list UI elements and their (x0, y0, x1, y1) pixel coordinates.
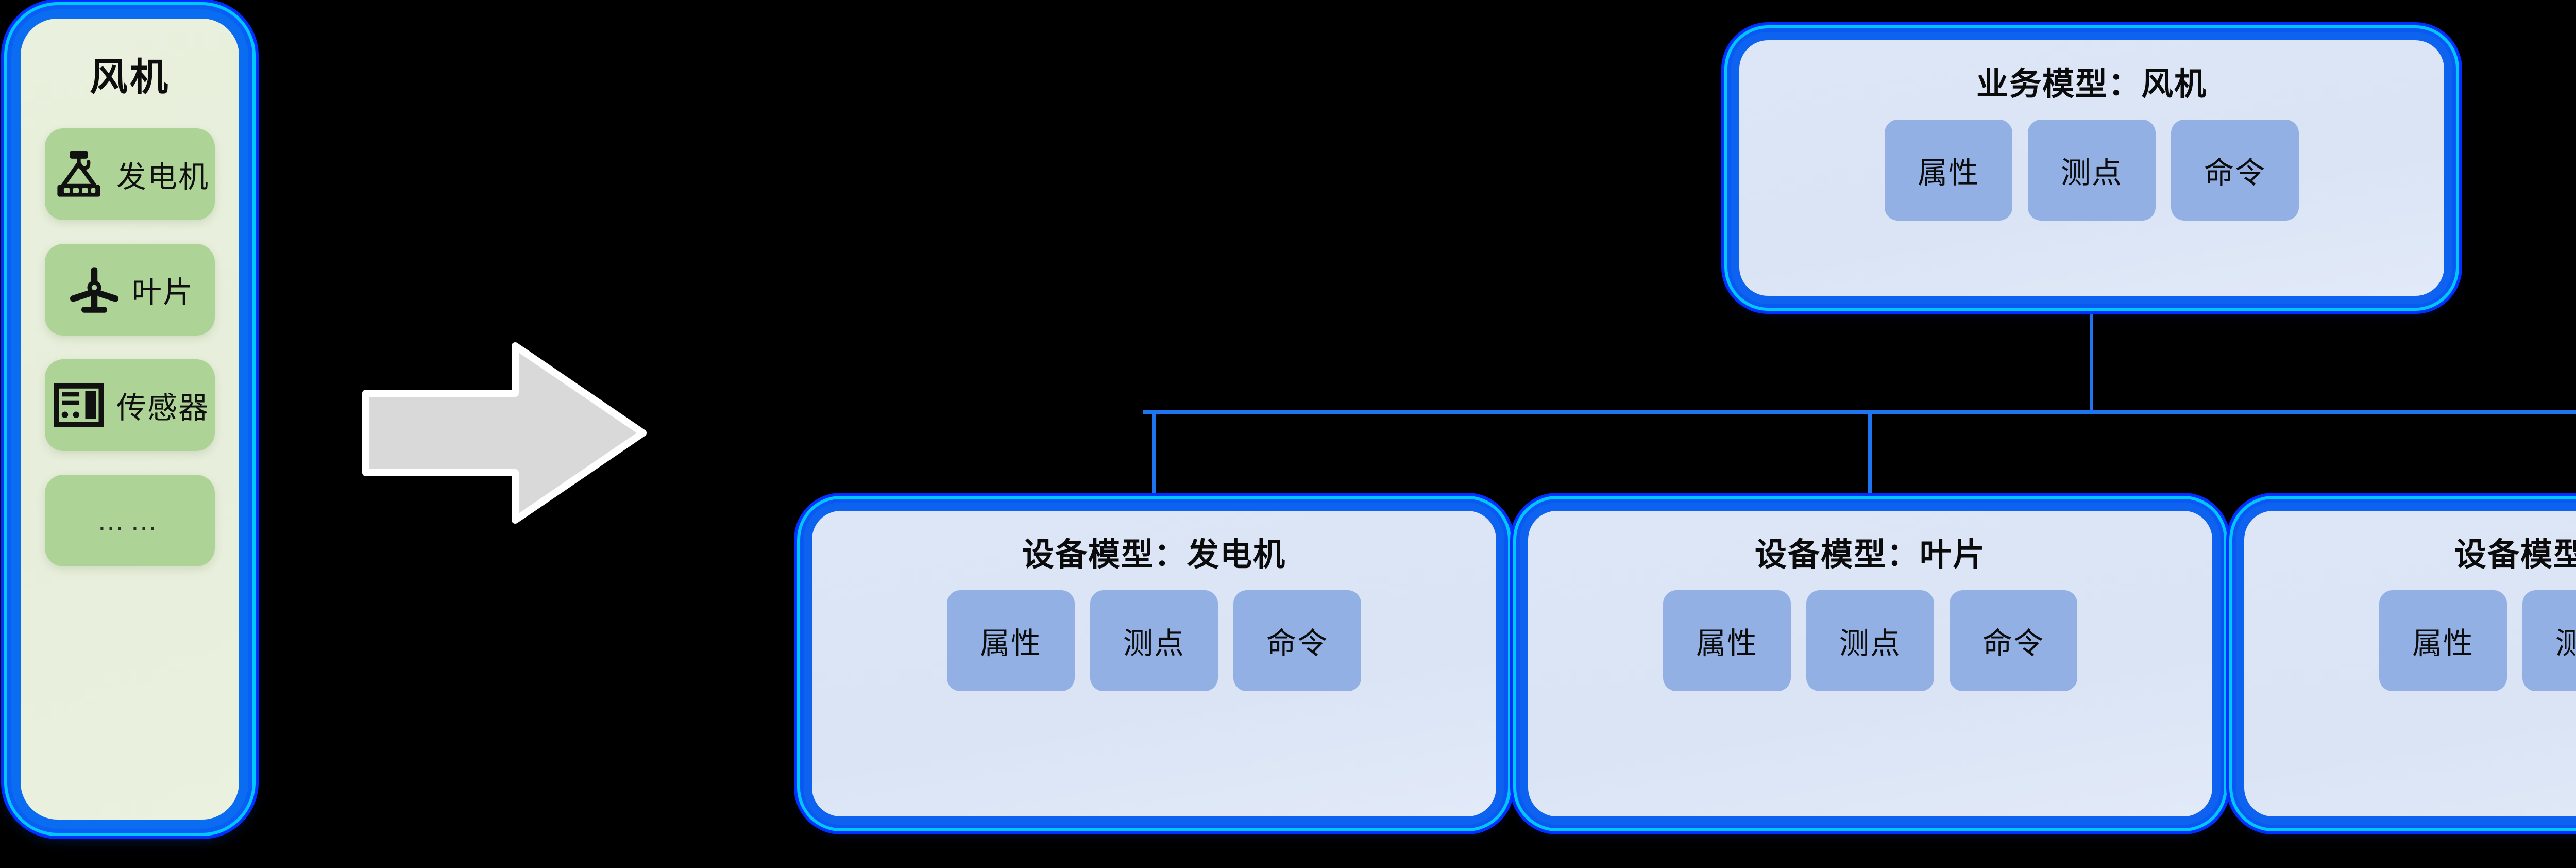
business-model-title: 业务模型：风机 (1976, 66, 2207, 102)
business-model-card[interactable]: 业务模型：风机 属性 测点 命令 (1731, 32, 2452, 304)
business-model-tag-row: 属性 测点 命令 (1885, 120, 2299, 221)
connector-stem (2090, 304, 2093, 413)
source-item-more[interactable]: …… (45, 475, 215, 566)
connector-drop-1 (1868, 412, 1872, 505)
tag-attribute[interactable]: 属性 (947, 590, 1075, 691)
source-panel-card: 风机 发电机 (11, 9, 248, 829)
device-model-title: 设备模型：传感器 (2454, 537, 2576, 573)
connector-drop-0 (1152, 412, 1156, 505)
source-item-sensor[interactable]: 传感器 (45, 359, 215, 451)
tag-attribute[interactable]: 属性 (2379, 590, 2507, 691)
source-item-label: …… (97, 505, 163, 536)
tag-command[interactable]: 命令 (1950, 590, 2077, 691)
source-item-generator[interactable]: 发电机 (45, 128, 215, 220)
source-item-list: 发电机 叶片 (21, 128, 239, 566)
source-item-blade[interactable]: 叶片 (45, 244, 215, 336)
device-model-title: 设备模型：叶片 (1754, 537, 1986, 573)
right-arrow-icon (361, 332, 649, 533)
source-panel-title: 风机 (90, 56, 170, 98)
device-model-card-sensor[interactable]: 设备模型：传感器 属性 测点 命令 (2236, 503, 2576, 825)
tag-measurement[interactable]: 测点 (2522, 590, 2576, 691)
generator-icon (50, 146, 107, 203)
tag-measurement[interactable]: 测点 (1090, 590, 1218, 691)
tag-command[interactable]: 命令 (2171, 120, 2299, 221)
tag-attribute[interactable]: 属性 (1663, 590, 1791, 691)
tag-attribute[interactable]: 属性 (1885, 120, 2012, 221)
wind-turbine-icon (66, 261, 123, 318)
device-model-tag-row: 属性 测点 命令 (1663, 590, 2077, 691)
source-item-label: 传感器 (116, 391, 209, 425)
connector-bus (1143, 410, 2576, 414)
tag-command[interactable]: 命令 (1233, 590, 1361, 691)
device-model-card-blade[interactable]: 设备模型：叶片 属性 测点 命令 (1520, 503, 2221, 825)
source-item-label: 叶片 (131, 276, 194, 309)
tag-measurement[interactable]: 测点 (2028, 120, 2156, 221)
device-model-title: 设备模型：发电机 (1022, 537, 1286, 573)
device-model-tag-row: 属性 测点 命令 (2379, 590, 2576, 691)
device-model-tag-row: 属性 测点 命令 (947, 590, 1361, 691)
tag-measurement[interactable]: 测点 (1806, 590, 1934, 691)
device-model-card-generator[interactable]: 设备模型：发电机 属性 测点 命令 (804, 503, 1504, 825)
sensor-panel-icon (50, 377, 107, 433)
source-item-label: 发电机 (116, 160, 209, 194)
